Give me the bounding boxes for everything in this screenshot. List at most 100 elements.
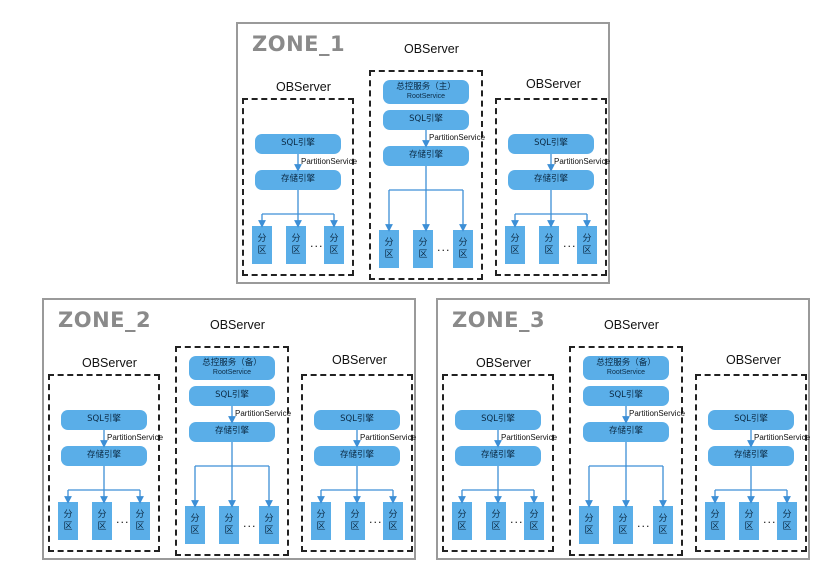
observer-box: [242, 98, 354, 276]
partition-char: 分: [350, 509, 360, 520]
root-service-label: 总控服务（主）: [396, 82, 456, 93]
partition-block: 分区: [539, 226, 559, 264]
partition-char: 区: [97, 522, 107, 532]
partition-service-label: PartitionService: [301, 157, 358, 166]
partition-char: 分: [744, 509, 754, 520]
partition-char: 分: [418, 237, 428, 248]
storage-engine-pill: 存储引擎: [61, 446, 147, 466]
partition-block: 分区: [92, 502, 112, 540]
sql-engine-pill: SQL引擎: [189, 386, 275, 406]
partition-char: 分: [291, 233, 301, 244]
partition-service-label: PartitionService: [501, 433, 558, 442]
partition-service-label: PartitionService: [107, 433, 164, 442]
partition-block: 分区: [130, 502, 150, 540]
zone-title: ZONE_3: [452, 308, 546, 332]
partition-char: 区: [744, 522, 754, 532]
partition-char: 分: [544, 233, 554, 244]
partition-char: 分: [584, 513, 594, 524]
partition-char: 分: [224, 513, 234, 524]
partition-char: 分: [458, 237, 468, 248]
partition-block: 分区: [705, 502, 725, 540]
partition-block: 分区: [413, 230, 433, 268]
server-label: OBServer: [210, 318, 265, 332]
partition-block: 分区: [453, 230, 473, 268]
server-label: OBServer: [82, 356, 137, 370]
partition-block: 分区: [379, 230, 399, 268]
observer-box: [175, 346, 289, 556]
server-label: OBServer: [332, 353, 387, 367]
partition-char: 分: [582, 233, 592, 244]
observer-box: [442, 374, 554, 552]
partition-char: 分: [529, 509, 539, 520]
partition-char: 分: [135, 509, 145, 520]
zone-title: ZONE_2: [58, 308, 152, 332]
server-label: OBServer: [404, 42, 459, 56]
partition-char: 区: [257, 246, 267, 256]
sql-engine-pill: SQL引擎: [61, 410, 147, 430]
partition-block: 分区: [577, 226, 597, 264]
server-label: OBServer: [276, 80, 331, 94]
server-label: OBServer: [726, 353, 781, 367]
partition-char: 分: [491, 509, 501, 520]
observer-box: [301, 374, 413, 552]
partition-char: 区: [329, 246, 339, 256]
ellipsis: ···: [637, 520, 651, 533]
partition-block: 分区: [452, 502, 472, 540]
partition-block: 分区: [739, 502, 759, 540]
observer-box: [369, 70, 483, 280]
partition-char: 分: [257, 233, 267, 244]
sql-engine-pill: SQL引擎: [583, 386, 669, 406]
partition-char: 分: [710, 509, 720, 520]
partition-block: 分区: [58, 502, 78, 540]
partition-service-label: PartitionService: [554, 157, 611, 166]
partition-block: 分区: [524, 502, 544, 540]
partition-block: 分区: [505, 226, 525, 264]
ellipsis: ···: [437, 244, 451, 257]
server-label: OBServer: [526, 77, 581, 91]
partition-char: 分: [384, 237, 394, 248]
partition-char: 分: [658, 513, 668, 524]
partition-block: 分区: [486, 502, 506, 540]
partition-block: 分区: [286, 226, 306, 264]
sql-engine-pill: SQL引擎: [455, 410, 541, 430]
ellipsis: ···: [310, 240, 324, 253]
server-label: OBServer: [476, 356, 531, 370]
root-service-sub: RootService: [212, 368, 252, 376]
partition-char: 分: [316, 509, 326, 520]
partition-block: 分区: [311, 502, 331, 540]
ellipsis: ···: [563, 240, 577, 253]
partition-char: 区: [582, 246, 592, 256]
partition-block: 分区: [345, 502, 365, 540]
storage-engine-pill: 存储引擎: [314, 446, 400, 466]
root-service-sub: RootService: [406, 92, 446, 100]
partition-char: 区: [384, 250, 394, 260]
partition-char: 区: [544, 246, 554, 256]
storage-engine-pill: 存储引擎: [508, 170, 594, 190]
partition-block: 分区: [324, 226, 344, 264]
ellipsis: ···: [116, 516, 130, 529]
server-label: OBServer: [604, 318, 659, 332]
partition-block: 分区: [653, 506, 673, 544]
root-service-sub: RootService: [606, 368, 646, 376]
partition-char: 区: [710, 522, 720, 532]
partition-char: 区: [491, 522, 501, 532]
partition-char: 分: [329, 233, 339, 244]
partition-char: 区: [618, 526, 628, 536]
partition-service-label: PartitionService: [629, 409, 686, 418]
partition-service-label: PartitionService: [360, 433, 417, 442]
storage-engine-pill: 存储引擎: [455, 446, 541, 466]
partition-char: 区: [388, 522, 398, 532]
sql-engine-pill: SQL引擎: [314, 410, 400, 430]
observer-box: [48, 374, 160, 552]
sql-engine-pill: SQL引擎: [255, 134, 341, 154]
partition-char: 区: [264, 526, 274, 536]
root-service-pill: 总控服务（主）RootService: [383, 80, 469, 104]
partition-char: 分: [63, 509, 73, 520]
partition-char: 分: [388, 509, 398, 520]
partition-block: 分区: [777, 502, 797, 540]
observer-box: [495, 98, 607, 276]
root-service-label: 总控服务（备）: [202, 358, 262, 369]
ellipsis: ···: [763, 516, 777, 529]
partition-char: 区: [316, 522, 326, 532]
partition-char: 分: [264, 513, 274, 524]
